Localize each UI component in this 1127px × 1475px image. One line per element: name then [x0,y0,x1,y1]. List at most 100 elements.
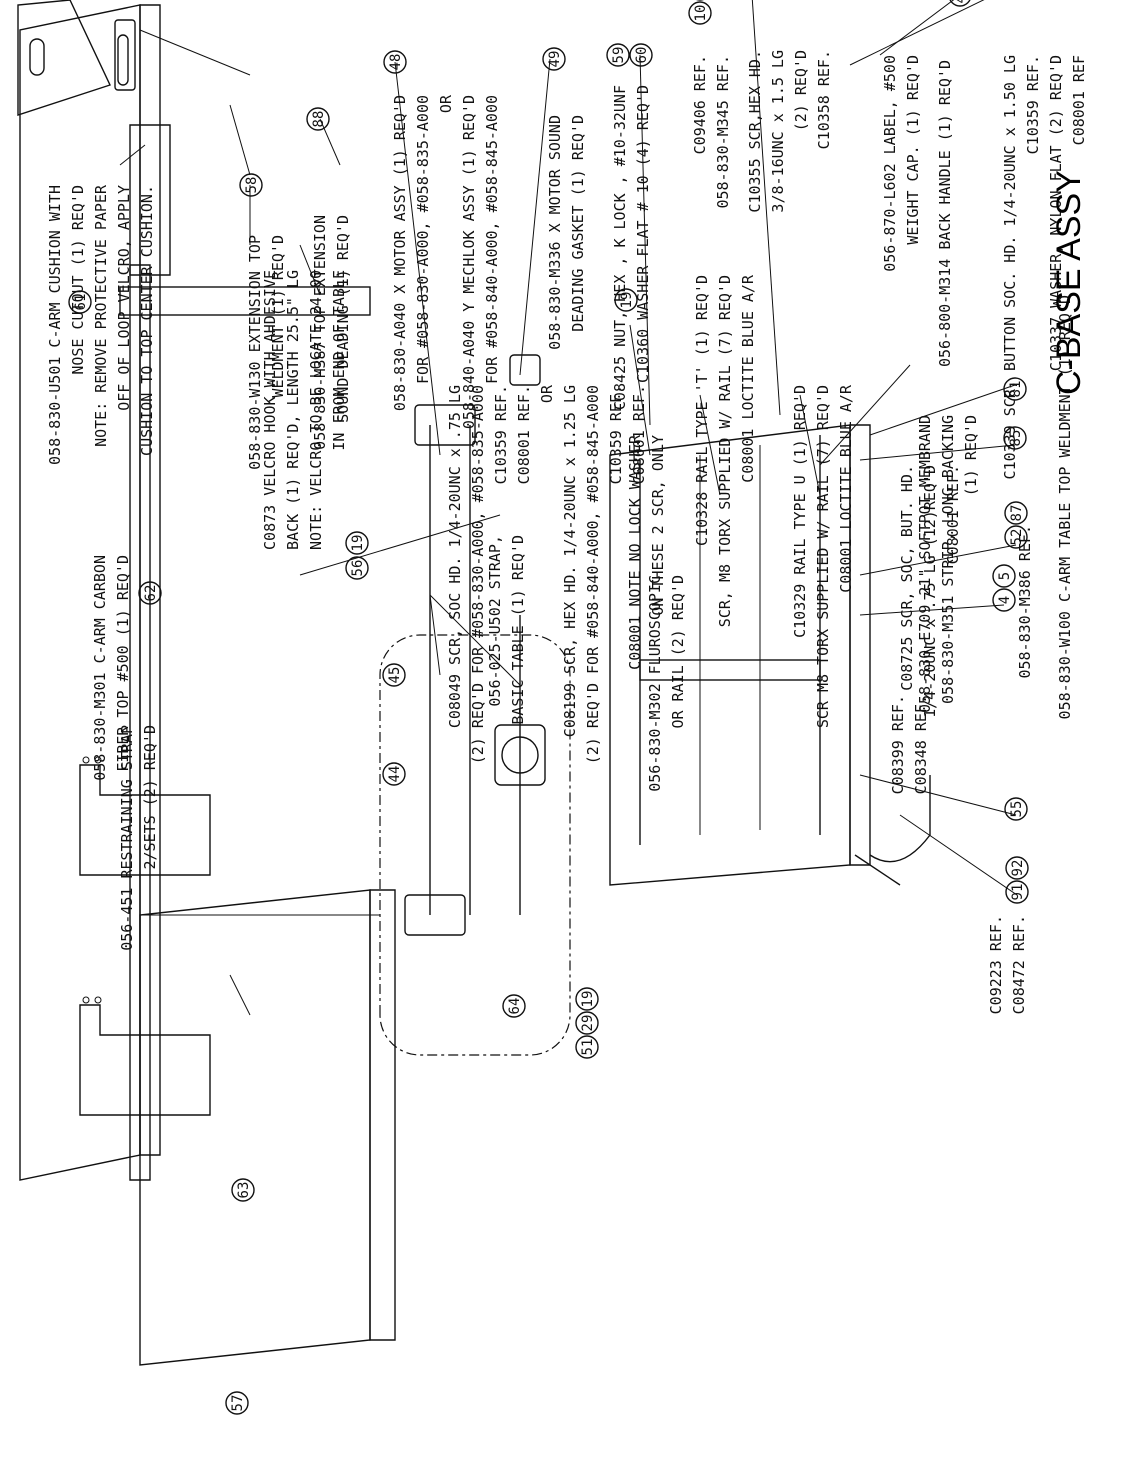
balloon-circle [575,987,599,1011]
callout-line: C08001 REF. [944,465,962,564]
callout-line: 056-870-L602 LABEL, #500 [881,55,899,272]
callout-l49: 058-830-M336 X MOTOR SOUND DEADING GASKET… [546,115,587,350]
item-balloon-19: 19 [345,531,369,555]
callout-line: SCR M8 TORX SUPPLIED W/ RAIL (7) REQ'D [814,385,832,728]
balloon-circle [382,663,406,687]
balloon-circle [1005,856,1029,880]
balloon-circle [992,588,1016,612]
balloon-number: 19 [350,535,366,552]
item-balloon-62: 62 [138,581,162,605]
callout-line: C08001 REF. [515,385,533,484]
item-balloon-88: 88 [306,107,330,131]
balloon-circle [383,50,407,74]
balloon-number: 58 [244,177,260,194]
balloon-number: 62 [143,585,159,602]
balloon-circle [1004,797,1028,821]
item-balloon-85: 85 [1003,426,1027,450]
balloon-number: 61 [73,294,89,311]
callout-line: C10358 REF. [815,50,833,149]
callout-l51: C08049 SCR, SOC HD. 1/4-20UNC x .75 LG(2… [446,384,648,764]
balloon-number: 57 [230,1395,246,1412]
callout-line: 2/SETS (2) REQ'D [141,725,159,870]
callout-l4: C08399 REF.C08348 REF. [889,695,930,794]
balloon-circle [239,173,263,197]
callout-l64: 056-025-U502 STRAP,BASIC TABLE (1) REQ'D [486,535,527,725]
callout-line: NOSE CUTOUT (1) REQ'D [69,185,87,375]
callout-line: OFF OF LOOP VELCRO, APPLY [115,185,133,411]
table-top-weldment [609,424,871,886]
callout-line: C08425 NUT, HEX , K LOCK , #10-32UNF [611,85,629,410]
balloon-circle [382,762,406,786]
balloon-number: 55 [1009,801,1025,818]
restraining-straps [79,756,211,1116]
callout-line: IN FROM END OF TABLE [330,270,348,451]
item-balloon-57: 57 [225,1391,249,1415]
callout-line: C08001 NOTE NO LOCK WASHER [626,434,644,670]
callout-line: C10359 REF. [492,385,510,484]
balloon-number: 10 [693,5,709,22]
balloon-circle [502,994,526,1018]
callout-line: (2) REQ'D FOR #058-830-A000, #058-835-A0… [469,385,487,764]
callout-l19a: C08001 NOTE NO LOCK WASHER ON THESE 2 SCR… [626,434,667,670]
drawing-title: C-BASE ASSY [1050,170,1088,395]
callout-line: C09223 REF. [987,915,1005,1014]
balloon-circle [138,581,162,605]
callout-line: 058-830-M387 TOP EXTENSION [311,215,329,450]
callout-l65: 056-870-L602 LABEL, #500 WEIGHT CAP. (1) … [881,55,922,272]
item-balloon-52: 52 [1004,525,1028,549]
balloon-circle [948,0,972,7]
callout-line: BASIC TABLE (1) REQ'D [509,535,527,725]
balloon-circle [1005,880,1029,904]
item-balloon-91: 91 [1005,880,1029,904]
item-balloon-48: 48 [383,50,407,74]
item-balloon-5: 5 [992,564,1016,588]
balloon-circle [1004,525,1028,549]
callout-line: C0873 VELCRO HOOK WITH AHDESIVE [261,270,279,550]
callout-line: C10360 WASHER FLAT # 10 (4) REQ'D [634,85,652,383]
callout-line: (2) REQ'D [792,50,810,131]
balloon-circle [1003,377,1027,401]
balloon-circle [992,564,1016,588]
balloon-circle [575,1011,599,1035]
callout-line: 1/4-20UNC x .75 LG (12)REQ'D [921,465,939,718]
callout-l10: C09406 REF.058-830-M345 REF. [691,55,732,209]
callout-line: DEADING GASKET (1) REQ'D [569,115,587,332]
item-balloon-63: 63 [231,1178,255,1202]
callout-line: C08199 SCR, HEX HD. 1/4-20UNC x 1.25 LG [561,385,579,737]
balloon-number: 92 [1010,860,1026,877]
callout-line: 058-830-M336 X MOTOR SOUND [546,115,564,350]
balloon-circle [306,107,330,131]
balloon-circle [345,556,369,580]
callout-l47: C10355 SCR,HEX HD.3/8-16UNC x 1.5 LG(2) … [746,50,833,213]
item-balloon-44: 44 [382,762,406,786]
callout-line: 056-800-M314 BACK HANDLE (1) REQ'D [936,60,954,367]
balloon-number: 5 [997,572,1013,580]
balloon-circle [629,43,653,67]
callout-line: 056-451 RESTRAINING STRAP [118,725,136,951]
balloon-circle [231,1178,255,1202]
item-balloons: 5763645129194445561991925552874585811961… [68,0,1029,1415]
balloon-number: 64 [507,998,523,1015]
callout-l56: C08725 SCR, SOC, BUT. HD. 1/4-20UNC x .75… [898,465,962,718]
balloon-number: 56 [350,560,366,577]
callout-line: ON THESE 2 SCR, ONLY [649,435,667,616]
callout-line: 058-830-M386 REF. [1016,525,1034,679]
callout-line: (1) REQ'D [962,415,980,496]
callout-line: OR [437,94,455,113]
callout-l81: 058-830-W100 C-ARM TABLE TOP WELDMENT (1… [1056,295,1074,719]
callout-line: WEIGHT CAP. (1) REQ'D [904,55,922,245]
item-balloon-49: 49 [542,47,566,71]
balloon-number: 91 [1010,884,1026,901]
balloon-circle [606,43,630,67]
callout-line: C08001 LOCTITE BLUE A/R [837,384,855,593]
callout-line: 058-830-W100 C-ARM TABLE TOP WELDMENT (1… [1056,295,1074,719]
callout-line: C08725 SCR, SOC, BUT. HD. [898,465,916,691]
balloon-number: 63 [236,1182,252,1199]
item-balloon-10: 10 [688,1,712,25]
item-balloon-4: 4 [992,588,1016,612]
